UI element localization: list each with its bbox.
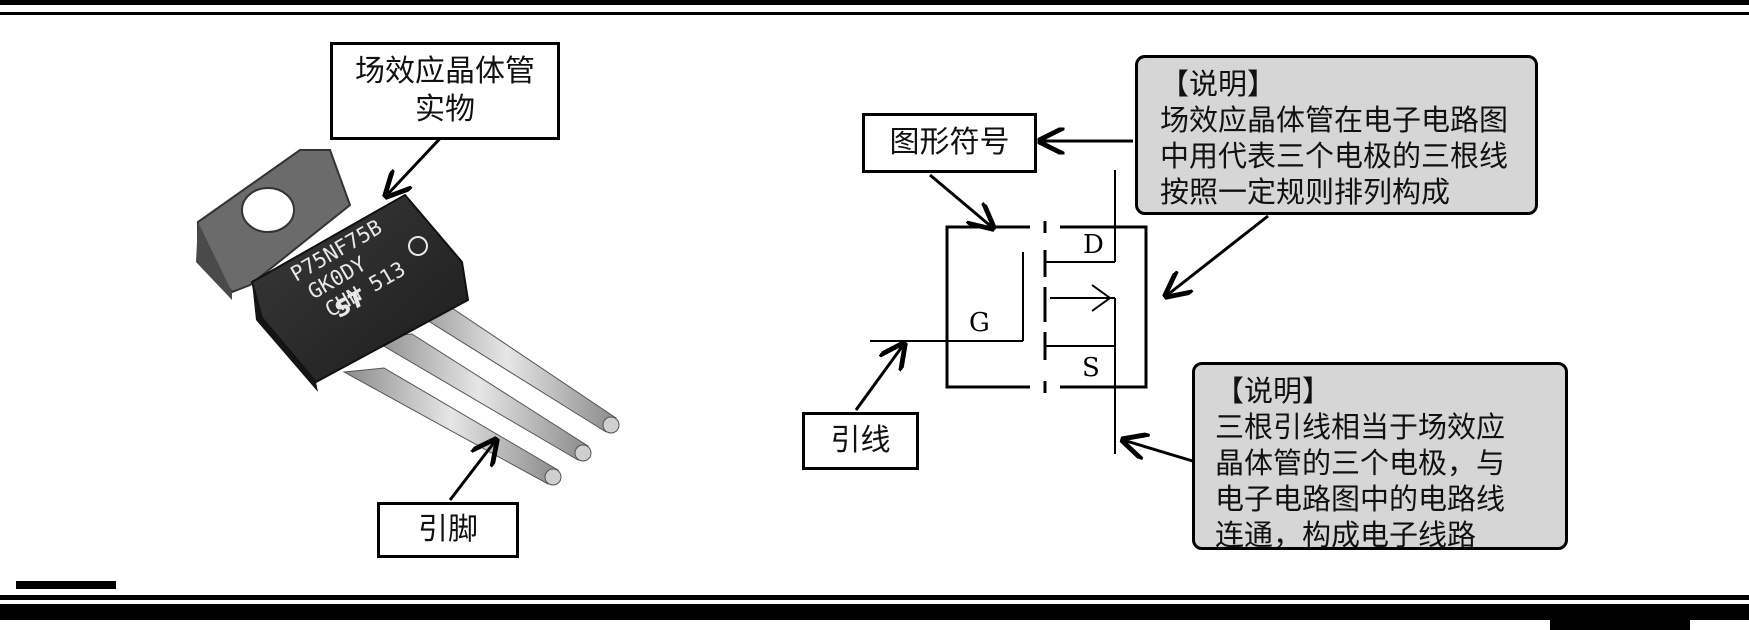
photo-title-line2: 实物 xyxy=(415,92,475,127)
arrow-note1 xyxy=(1166,214,1269,296)
symbol-label-box: 图形符号 xyxy=(862,113,1037,173)
symbol-label: 图形符号 xyxy=(889,125,1010,160)
note-symbol-line: 场效应晶体管在电子电路图 xyxy=(1160,103,1509,137)
arrow-note2 xyxy=(1123,440,1197,464)
bottom-rule-thick xyxy=(0,604,1749,620)
photo-title-line1: 场效应晶体管 xyxy=(355,54,535,89)
pins-label-box: 引脚 xyxy=(377,502,519,558)
leads-label: 引线 xyxy=(830,423,891,458)
note-symbol-title: 【说明】 xyxy=(1160,67,1277,101)
drain-label: D xyxy=(1083,230,1104,260)
note-leads-line: 三根引线相当于场效应 xyxy=(1215,410,1506,444)
note-symbol: 【说明】 场效应晶体管在电子电路图 中用代表三个电极的三根线 按照一定规则排列构… xyxy=(1135,55,1538,215)
pins-label: 引脚 xyxy=(418,512,478,547)
top-rule xyxy=(0,0,1749,15)
note-leads-title: 【说明】 xyxy=(1215,374,1332,408)
gate-label: G xyxy=(969,308,990,338)
photo-title-box: 场效应晶体管 实物 xyxy=(330,42,560,140)
arrow-photo-title xyxy=(386,128,450,196)
note-symbol-line: 按照一定规则排列构成 xyxy=(1160,175,1451,209)
transistor-photo: P75NF75B GK0DY CHN 513 ST xyxy=(196,149,620,486)
bottom-rule-thin xyxy=(0,595,1749,600)
arrow-leads xyxy=(854,344,904,411)
note-leads: 【说明】 三根引线相当于场效应 晶体管的三个电极，与 电子电路图中的电路线 连通… xyxy=(1192,362,1568,552)
note-symbol-line: 中用代表三个电极的三根线 xyxy=(1160,139,1509,173)
arrow-pins xyxy=(448,440,496,501)
bottom-right-tab xyxy=(1550,612,1690,630)
arrow-symbol-pointer xyxy=(929,173,993,228)
leads-label-box: 引线 xyxy=(802,412,919,470)
note-leads-line: 电子电路图中的电路线 xyxy=(1215,482,1506,516)
note-leads-line: 晶体管的三个电极，与 xyxy=(1215,446,1506,480)
note-leads-line: 连通，构成电子线路 xyxy=(1215,518,1477,552)
source-label: S xyxy=(1082,353,1100,383)
bottom-left-rule xyxy=(16,581,116,589)
